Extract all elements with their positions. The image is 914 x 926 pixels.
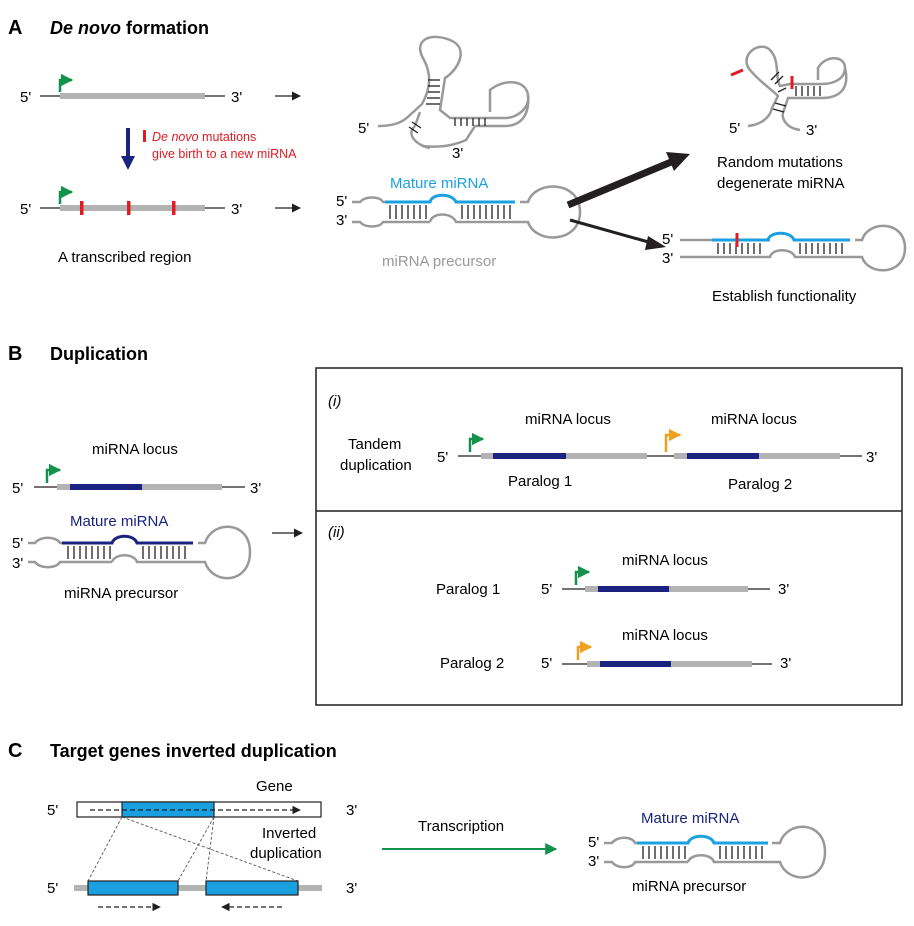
transcribed-region-label: A transcribed region — [58, 249, 191, 266]
five-prime-label: 5' — [336, 193, 347, 210]
promoter-arrow-icon — [574, 565, 591, 585]
mutation-mark-icon — [143, 130, 146, 142]
panel-b-title: Duplication — [50, 344, 148, 364]
panel-c-title: Target genes inverted duplication — [50, 741, 337, 761]
paralog-1-label: Paralog 1 — [436, 581, 500, 598]
hairpin-precursor-c: Mature miRNA 5' 3' miRNA precursor — [588, 810, 827, 895]
tandem-duplication: (i) Tandem duplication 5' 3' miRNA locus… — [328, 393, 877, 493]
case-ii-label: (ii) — [328, 524, 345, 541]
mutation-note-line2: give birth to a new miRNA — [152, 147, 297, 161]
paralog-2-label: Paralog 2 — [728, 476, 792, 493]
panel-b-letter: B — [8, 343, 22, 365]
mirna-locus-label: miRNA locus — [711, 411, 797, 428]
promoter-arrow-orange-icon — [576, 640, 593, 660]
tandem-label: Tandem — [348, 436, 401, 453]
transcription-label: Transcription — [418, 818, 504, 835]
hairpin-precursor-b: Mature miRNA 5' 3' miRNA precursor — [12, 513, 252, 602]
hairpin-precursor-a: Mature miRNA 5' 3' miRNA precu — [336, 175, 582, 270]
precursor-label: miRNA precursor — [64, 585, 178, 602]
panel-a-letter: A — [8, 17, 22, 39]
mature-mirna-label: Mature miRNA — [390, 175, 488, 192]
target-gene: Gene 5' 3' Inverted duplication — [47, 778, 357, 862]
locus-original: miRNA locus 5' 3' — [12, 441, 261, 497]
three-prime-label: 3' — [452, 145, 463, 162]
degenerate-label: degenerate miRNA — [717, 175, 845, 192]
five-prime-label: 5' — [358, 120, 369, 137]
five-prime-label: 5' — [47, 802, 58, 819]
establish-functionality-label: Establish functionality — [712, 288, 857, 305]
five-prime-label: 5' — [20, 201, 31, 218]
case-i-label: (i) — [328, 393, 341, 410]
three-prime-label: 3' — [780, 655, 791, 672]
five-prime-label: 5' — [437, 449, 448, 466]
three-prime-label: 3' — [806, 122, 817, 139]
mirna-locus-label: miRNA locus — [622, 552, 708, 569]
five-prime-label: 5' — [20, 89, 31, 106]
promoter-arrow-icon — [58, 73, 74, 92]
rna-degenerate — [745, 45, 848, 132]
three-prime-label: 3' — [662, 250, 673, 267]
random-mutations-label: Random mutations — [717, 154, 843, 171]
panel-a: A De novo formation 5' 3' De novo mutati… — [8, 17, 907, 305]
mutation-mark-icon — [730, 68, 744, 77]
promoter-arrow-icon — [58, 185, 74, 204]
arrow-head-icon — [645, 236, 666, 250]
mature-mirna-label: Mature miRNA — [70, 513, 168, 530]
panel-c-letter: C — [8, 740, 22, 762]
mirna-locus-label: miRNA locus — [92, 441, 178, 458]
inverted-label: Inverted — [262, 825, 316, 842]
three-prime-label: 3' — [346, 880, 357, 897]
five-prime-label: 5' — [662, 231, 673, 248]
five-prime-label: 5' — [588, 834, 599, 851]
three-prime-label: 3' — [346, 802, 357, 819]
projection-lines — [87, 816, 299, 882]
five-prime-label: 5' — [47, 880, 58, 897]
gene-mutated: 5' 3' A transcribed region — [20, 185, 301, 266]
outcome-arrow-degenerate — [566, 156, 678, 209]
promoter-arrow-icon — [45, 463, 62, 483]
promoter-arrow-icon — [468, 432, 485, 452]
down-arrow-icon — [121, 156, 135, 170]
base-pairs — [389, 205, 511, 219]
three-prime-label: 3' — [778, 581, 789, 598]
inverted-locus: 5' 3' — [47, 880, 357, 912]
hairpin-functional: 5' 3' Establish functionality — [662, 224, 907, 305]
mutation-arrow: De novo mutations give birth to a new mi… — [121, 128, 297, 170]
five-prime-label: 5' — [541, 581, 552, 598]
gene-original: 5' 3' — [20, 73, 301, 106]
three-prime-label: 3' — [866, 449, 877, 466]
rna-partial-fold — [377, 35, 530, 150]
duplication-label: duplication — [250, 845, 322, 862]
mature-mirna-label: Mature miRNA — [641, 810, 739, 827]
three-prime-label: 3' — [12, 555, 23, 572]
duplication-label: duplication — [340, 457, 412, 474]
base-pairs — [770, 71, 821, 113]
three-prime-label: 3' — [231, 201, 242, 218]
gene-label: Gene — [256, 778, 293, 795]
five-prime-label: 5' — [541, 655, 552, 672]
panel-a-title: De novo formation — [50, 18, 209, 38]
arrow-head-icon — [666, 152, 690, 171]
three-prime-label: 3' — [231, 89, 242, 106]
five-prime-label: 5' — [729, 120, 740, 137]
three-prime-label: 3' — [336, 212, 347, 229]
mirna-locus-label: miRNA locus — [525, 411, 611, 428]
duplication-box — [315, 367, 903, 706]
mirna-locus-label: miRNA locus — [622, 627, 708, 644]
five-prime-label: 5' — [12, 535, 23, 552]
three-prime-label: 3' — [250, 480, 261, 497]
precursor-label: miRNA precursor — [632, 878, 746, 895]
paralog-2-label: Paralog 2 — [440, 655, 504, 672]
paralog-1-label: Paralog 1 — [508, 473, 572, 490]
separate-duplication: (ii) Paralog 1 Paralog 2 miRNA locus 5' … — [328, 524, 791, 672]
three-prime-label: 3' — [588, 853, 599, 870]
precursor-label: miRNA precursor — [382, 253, 496, 270]
rna-partial-fold-pairs — [408, 79, 486, 134]
promoter-arrow-orange-icon — [664, 428, 682, 452]
panel-b: B Duplication miRNA locus 5' 3' Mature m… — [8, 343, 903, 706]
five-prime-label: 5' — [12, 480, 23, 497]
panel-c: C Target genes inverted duplication Gene… — [8, 740, 827, 912]
mutation-note-line1: De novo mutations — [152, 130, 256, 144]
